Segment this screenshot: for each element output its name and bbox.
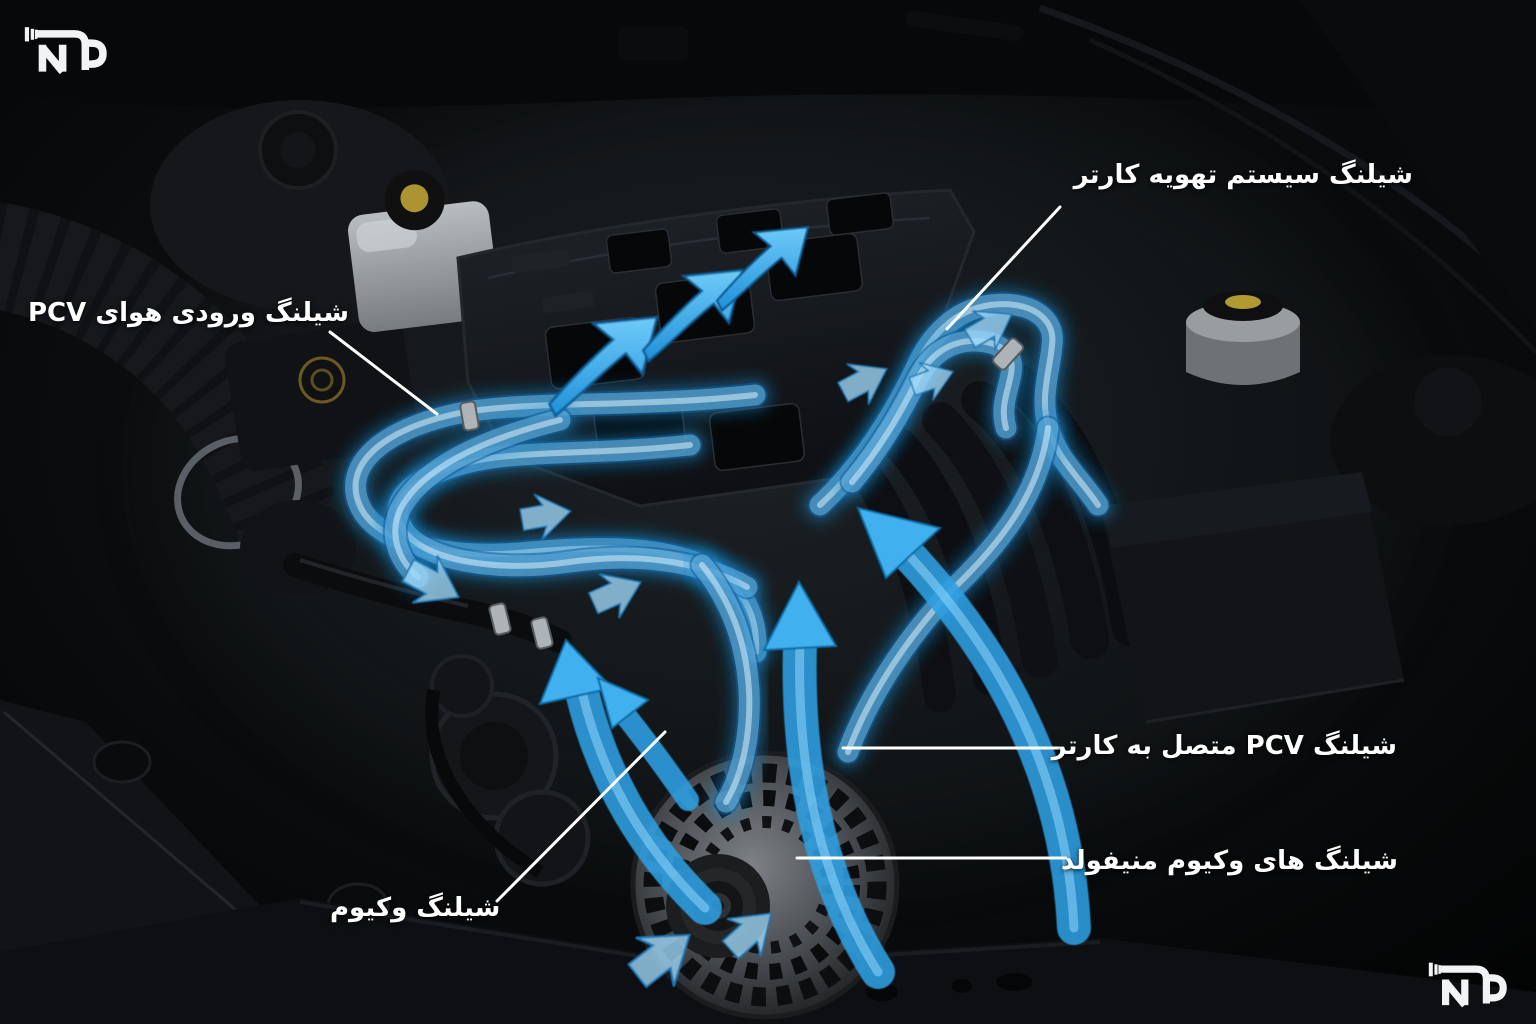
- rail-boss: [92, 740, 152, 784]
- rubber-hose: [283, 553, 572, 653]
- leader-crankcase-vent: [945, 205, 1062, 331]
- clutch-reservoir: [1186, 291, 1300, 385]
- rubber-hose-highlight: [299, 558, 469, 608]
- cover-tab: [511, 248, 571, 274]
- clutch-cap-label: [1225, 295, 1261, 309]
- hose-clamps: [459, 337, 1025, 650]
- subframe-hole-2: [952, 979, 972, 993]
- fuse-box-lid: [1100, 472, 1372, 548]
- gold-emblem-inner: [310, 368, 334, 392]
- logo-n: [38, 44, 67, 75]
- logo-nozzle: [1428, 962, 1441, 977]
- hood-edge-line-2: [1088, 37, 1536, 354]
- label-pcv-air-inlet-hose: شیلنگ ورودی هوای PCV: [28, 298, 349, 328]
- leader-lines: [328, 205, 1068, 903]
- reservoir-cap-label: [400, 184, 429, 213]
- hose-clamp: [991, 337, 1025, 371]
- label-pcv-hose-to-crankcase: شیلنگ PCV متصل به کارتر: [1051, 731, 1397, 761]
- strut-dome-right: [1330, 355, 1536, 525]
- hose-clamp: [488, 602, 512, 636]
- duct-ribs: [0, 202, 343, 549]
- pcv-hoses: [356, 304, 1098, 802]
- fuse-box: [1100, 472, 1405, 724]
- fan-arrow-small: [596, 676, 699, 811]
- hose-clamp: [459, 400, 480, 432]
- fuse-box-edge: [1145, 678, 1405, 724]
- strut-dome-right-cap: [1414, 368, 1482, 436]
- label-crankcase-vent-hose: شیلنگ سیستم تهویه کارتر: [1073, 160, 1413, 190]
- alternator-slots-outer: [643, 763, 887, 1007]
- flow-arrows: [394, 208, 1091, 1001]
- leader-vacuum: [495, 730, 667, 903]
- label-manifold-vacuum-hoses: شیلنگ های وکیوم منیفولد: [1060, 846, 1398, 876]
- logo-nozzle: [24, 27, 38, 42]
- cover-tab-2: [541, 290, 595, 314]
- cowl-panel: [0, 0, 1536, 118]
- logo-pipe: [35, 30, 90, 70]
- logo-p-bowl: [1486, 974, 1507, 1002]
- np-logo-top-left: [24, 27, 107, 75]
- belt: [425, 688, 544, 878]
- hose-clamp: [530, 616, 554, 650]
- fan-arrow-right: [856, 506, 1091, 945]
- pulleys: [425, 654, 591, 887]
- logo-n: [1442, 979, 1469, 1008]
- fan-arrow-left: [538, 638, 722, 925]
- fender-right: [1300, 0, 1536, 330]
- gold-emblem: [298, 356, 346, 404]
- strut-cap-center: [280, 132, 316, 168]
- subframe-hole-3: [996, 973, 1032, 991]
- logo-pipe: [1439, 965, 1490, 1004]
- cowl-vent: [618, 26, 688, 60]
- logo-p-bowl: [85, 39, 107, 68]
- label-vacuum-hose: شیلنگ وکیوم: [330, 893, 501, 923]
- engine-cover: [456, 188, 976, 508]
- leader-pcv-air-inlet: [328, 330, 439, 416]
- wiper-arm: [905, 10, 1025, 42]
- np-logo-bottom-right: [1428, 962, 1507, 1008]
- fan-arrow-middle: [762, 579, 895, 989]
